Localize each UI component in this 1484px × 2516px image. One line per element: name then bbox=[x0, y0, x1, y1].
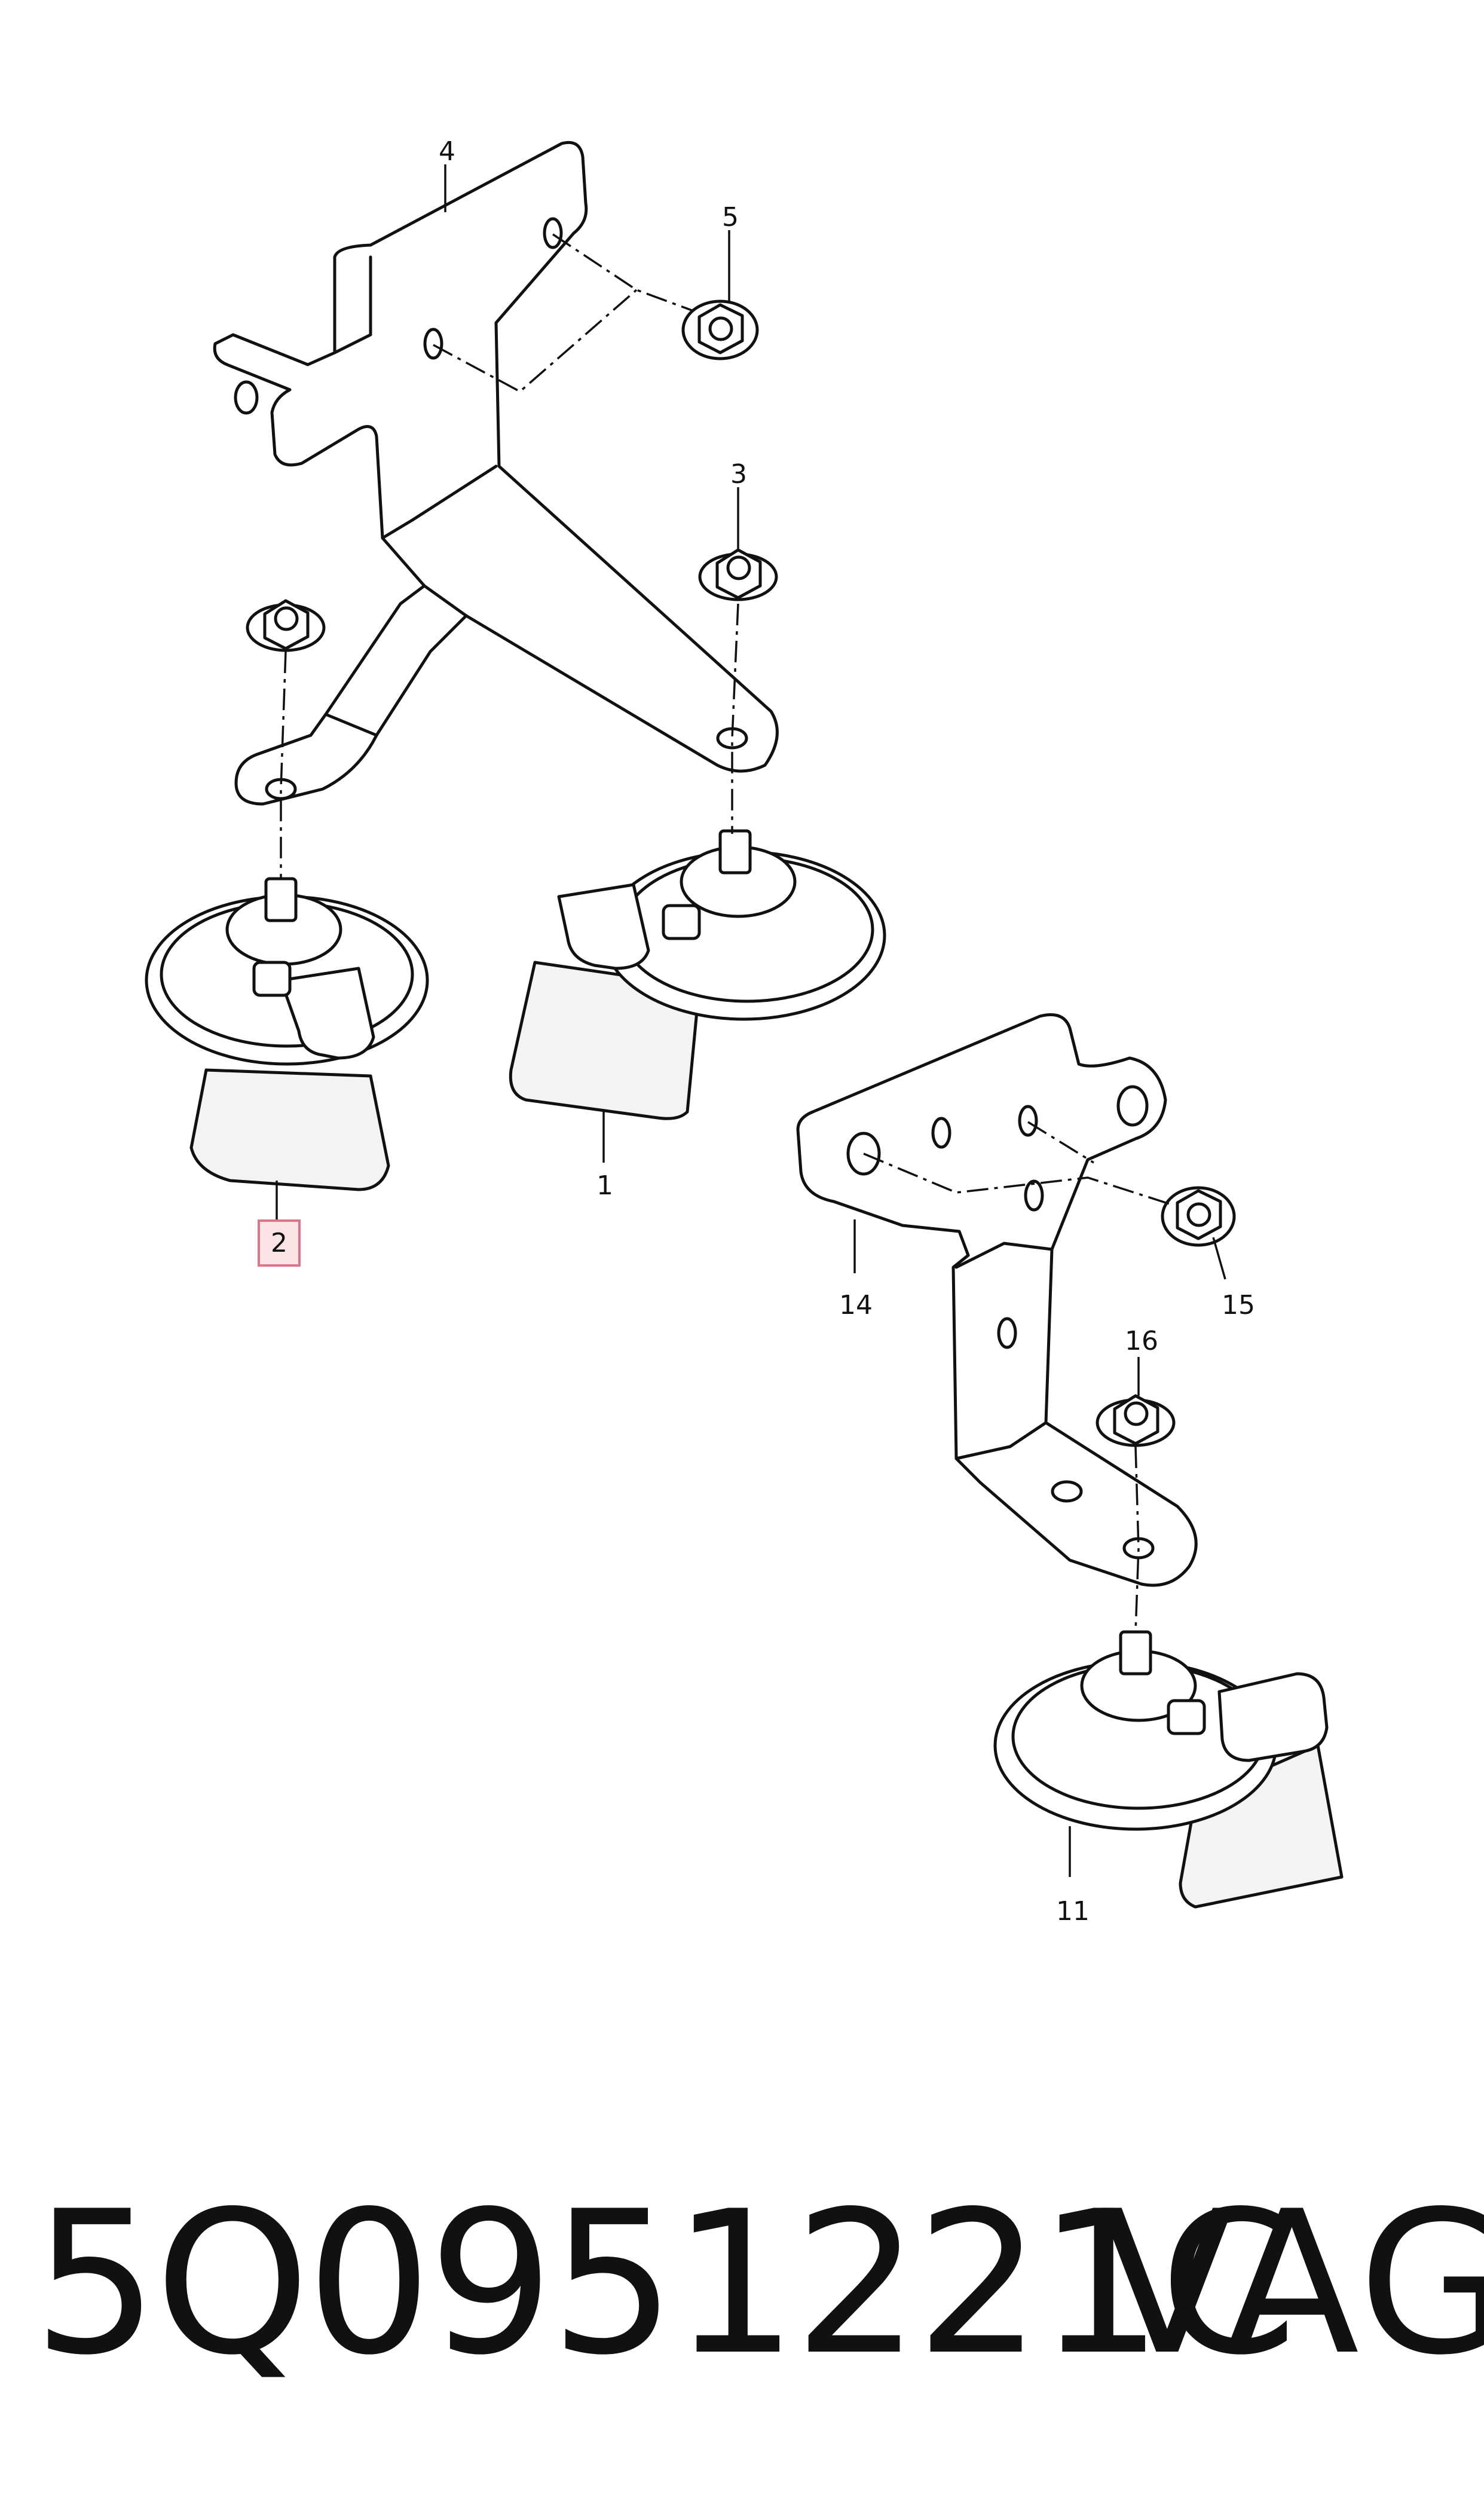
leader-15 bbox=[1212, 1237, 1226, 1280]
callout-3[interactable]: 3 bbox=[730, 459, 747, 490]
upper-bracket bbox=[213, 140, 779, 806]
callout-16[interactable]: 16 bbox=[1125, 1326, 1158, 1356]
callout-1[interactable]: 1 bbox=[596, 1170, 613, 1201]
horn-middle bbox=[509, 829, 886, 1120]
callout-4[interactable]: 4 bbox=[439, 136, 455, 167]
assembly-line-left bbox=[280, 651, 287, 879]
assembly-line-3 bbox=[731, 603, 739, 834]
assembly-line-15 bbox=[863, 1121, 1172, 1206]
callout-15[interactable]: 15 bbox=[1222, 1290, 1255, 1320]
nut-15 bbox=[1161, 1186, 1236, 1247]
callout-5[interactable]: 5 bbox=[722, 202, 739, 233]
lower-bracket bbox=[796, 1013, 1198, 1587]
nut-left-upper bbox=[246, 599, 326, 652]
assembly-line-5 bbox=[433, 233, 694, 393]
nut-3 bbox=[698, 548, 778, 601]
callout-11[interactable]: 11 bbox=[1056, 1896, 1090, 1927]
parts-exploded-diagram: 4 5 3 2 1 14 15 16 11 bbox=[145, 136, 1344, 1927]
nut-16 bbox=[1096, 1394, 1176, 1447]
callout-2[interactable]: 2 bbox=[271, 1228, 287, 1258]
callout-14[interactable]: 14 bbox=[839, 1290, 873, 1320]
assembly-line-16 bbox=[1134, 1446, 1140, 1633]
nut-5 bbox=[681, 299, 759, 360]
brand-name: VAG bbox=[1100, 2169, 1484, 2398]
horn-left bbox=[145, 877, 429, 1191]
horn-lower-right bbox=[993, 1630, 1344, 1909]
part-number: 5Q0951221C bbox=[33, 2169, 1298, 2398]
footer: 5Q0951221C VAG bbox=[0, 2164, 1484, 2403]
callout-2-highlight bbox=[258, 1219, 301, 1267]
